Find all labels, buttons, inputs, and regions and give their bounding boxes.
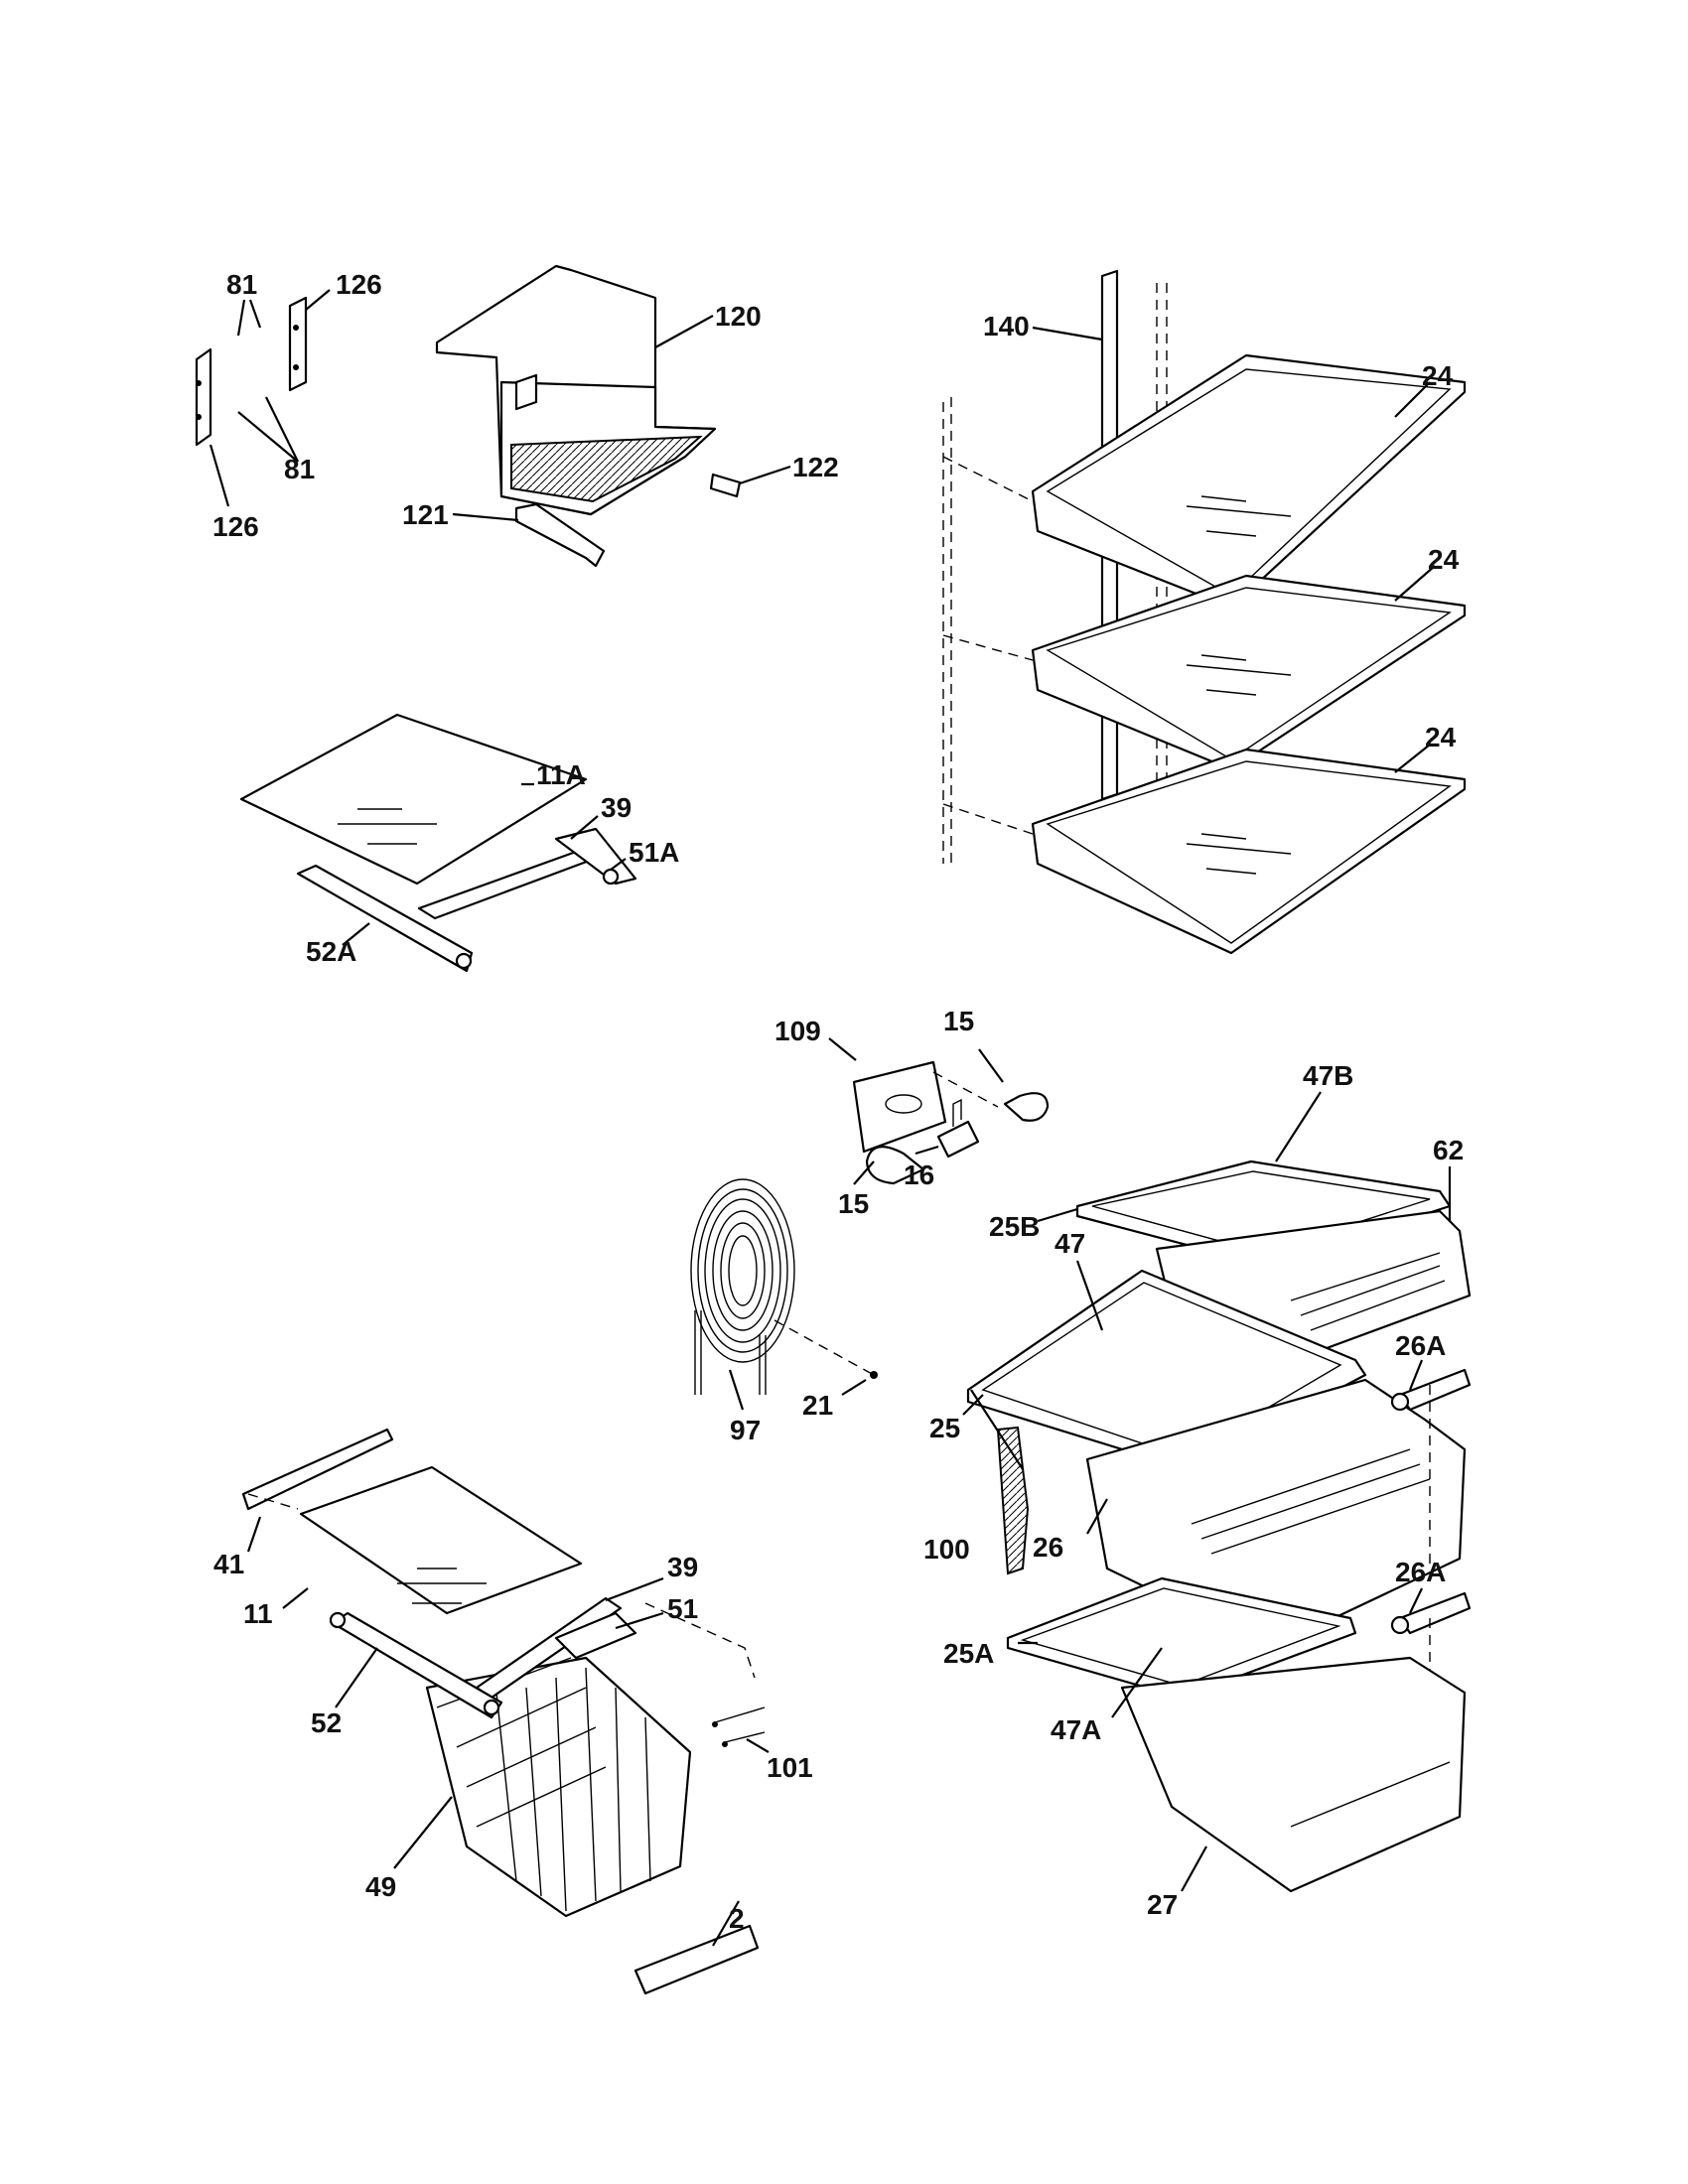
label-26A: 26A: [1395, 1330, 1446, 1361]
label-51A: 51A: [629, 837, 679, 868]
label-39: 39: [667, 1552, 698, 1582]
label-100: 100: [923, 1534, 970, 1565]
label-81: 81: [226, 269, 257, 300]
label-120: 120: [715, 301, 762, 332]
label-39: 39: [601, 792, 632, 823]
heater-coil-97-part: [690, 1178, 878, 1395]
label-11A: 11A: [536, 759, 586, 790]
label-15: 15: [838, 1188, 869, 1219]
leaders-140-24: [1032, 326, 1436, 773]
label-49: 49: [365, 1871, 396, 1902]
light-bulb-15-part: [865, 1092, 1050, 1185]
label-121: 121: [402, 499, 449, 530]
glass-shelf-24-part: [942, 353, 1467, 955]
label-81: 81: [284, 454, 315, 484]
label-11: 11: [243, 1598, 273, 1629]
leaders-11A-39-51A-52A: [342, 782, 627, 946]
label-109: 109: [774, 1016, 821, 1046]
light-shield-109-part: [852, 1060, 947, 1154]
label-122: 122: [792, 452, 839, 482]
label-2: 2: [729, 1903, 745, 1934]
label-24: 24: [1425, 722, 1457, 752]
crisper-drawer-26-part: [996, 1378, 1467, 1650]
shelf-screw-122-part: [709, 473, 742, 498]
leaders-120-122-121: [452, 315, 791, 522]
leaders-109-15-16: [828, 1037, 1004, 1185]
label-97: 97: [730, 1415, 761, 1445]
hinge-bracket-part: [195, 296, 308, 447]
leaders-bottom-left: [246, 1516, 770, 1947]
label-26: 26: [1033, 1532, 1063, 1563]
label-126: 126: [336, 269, 382, 300]
label-25A: 25A: [943, 1638, 994, 1669]
crisper-drawer-27-part: [1120, 1656, 1467, 1893]
label-41: 41: [213, 1549, 244, 1579]
basket-screws-101-part: [712, 1706, 766, 1747]
label-24: 24: [1422, 360, 1454, 391]
label-24: 24: [1428, 544, 1460, 575]
label-62: 62: [1433, 1135, 1464, 1165]
crisper-lid-47A-part: [1006, 1576, 1357, 1700]
basket-rails-39-51-52-part: [329, 1596, 756, 1719]
callout-labels: 81 126 81 126 120 122 121 140 24 24 24 1…: [212, 269, 1464, 1934]
label-52: 52: [311, 1707, 342, 1738]
label-126: 126: [212, 511, 259, 542]
label-52A: 52A: [306, 936, 356, 967]
label-16: 16: [904, 1160, 934, 1190]
label-140: 140: [983, 311, 1030, 341]
leaders-97-21: [728, 1369, 867, 1411]
leaders-crispers: [962, 1091, 1452, 1892]
label-26A: 26A: [1395, 1557, 1446, 1587]
glass-shelf-11A-part: [239, 713, 588, 886]
shelf-clip-121-part: [514, 502, 606, 568]
label-47A: 47A: [1051, 1714, 1101, 1745]
label-101: 101: [767, 1752, 813, 1783]
label-47B: 47B: [1303, 1060, 1353, 1091]
wire-basket-49-part: [425, 1656, 692, 1918]
leaders-81-126: [209, 289, 331, 507]
label-27: 27: [1147, 1889, 1178, 1920]
label-47: 47: [1055, 1228, 1085, 1259]
shelf-rails-39-51A-52A-part: [296, 827, 637, 973]
label-25: 25: [929, 1413, 960, 1443]
shelf-trim-41-part: [241, 1428, 394, 1511]
glass-shelf-11-part: [247, 1465, 583, 1615]
light-socket-16-part: [932, 1071, 999, 1159]
dairy-shelf-part: [435, 264, 717, 516]
drawer-slides-26A-part: [1390, 1368, 1472, 1777]
label-25B: 25B: [989, 1211, 1040, 1242]
label-15: 15: [943, 1006, 974, 1036]
label-51: 51: [667, 1593, 698, 1624]
basket-trim-2-part: [633, 1924, 760, 1995]
label-21: 21: [802, 1390, 833, 1421]
